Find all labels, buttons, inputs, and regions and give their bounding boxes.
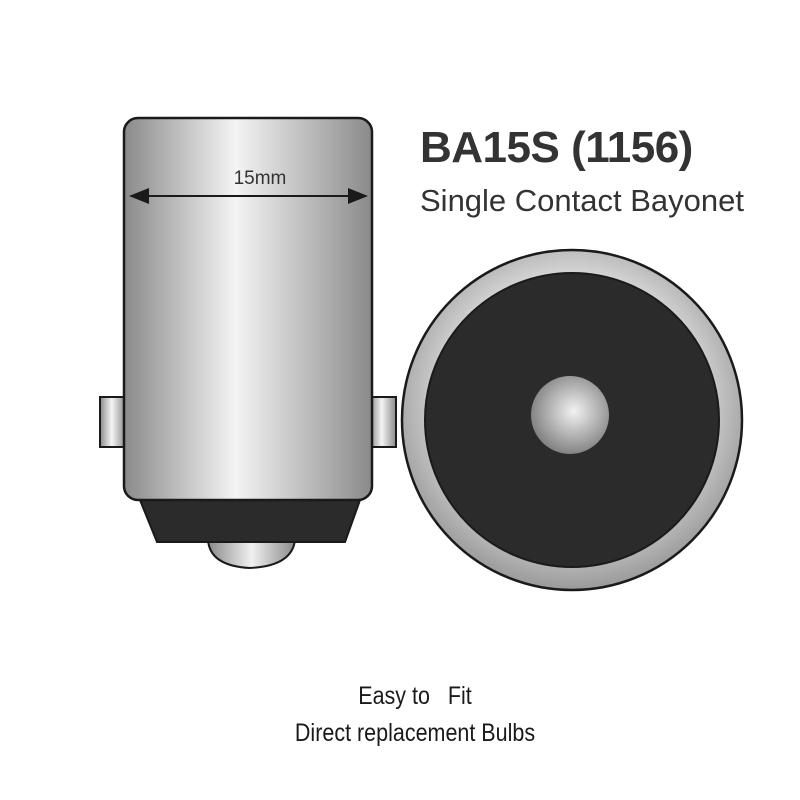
side-pin-left — [99, 396, 127, 448]
caption-line-2: Direct replacement Bulbs — [294, 719, 536, 747]
solder-tip — [206, 539, 297, 570]
caption-line-1: Easy to Fit — [358, 682, 472, 710]
subtitle: Single Contact Bayonet — [420, 183, 744, 218]
page-title: BA15S (1156) — [420, 123, 693, 172]
insulator-base — [138, 499, 362, 543]
side-pin-right — [369, 396, 397, 448]
dimension-label: 15mm — [233, 168, 287, 189]
side-view — [99, 116, 397, 570]
metal-shell — [122, 116, 374, 502]
center-contact — [531, 376, 609, 454]
top-view — [400, 248, 744, 592]
